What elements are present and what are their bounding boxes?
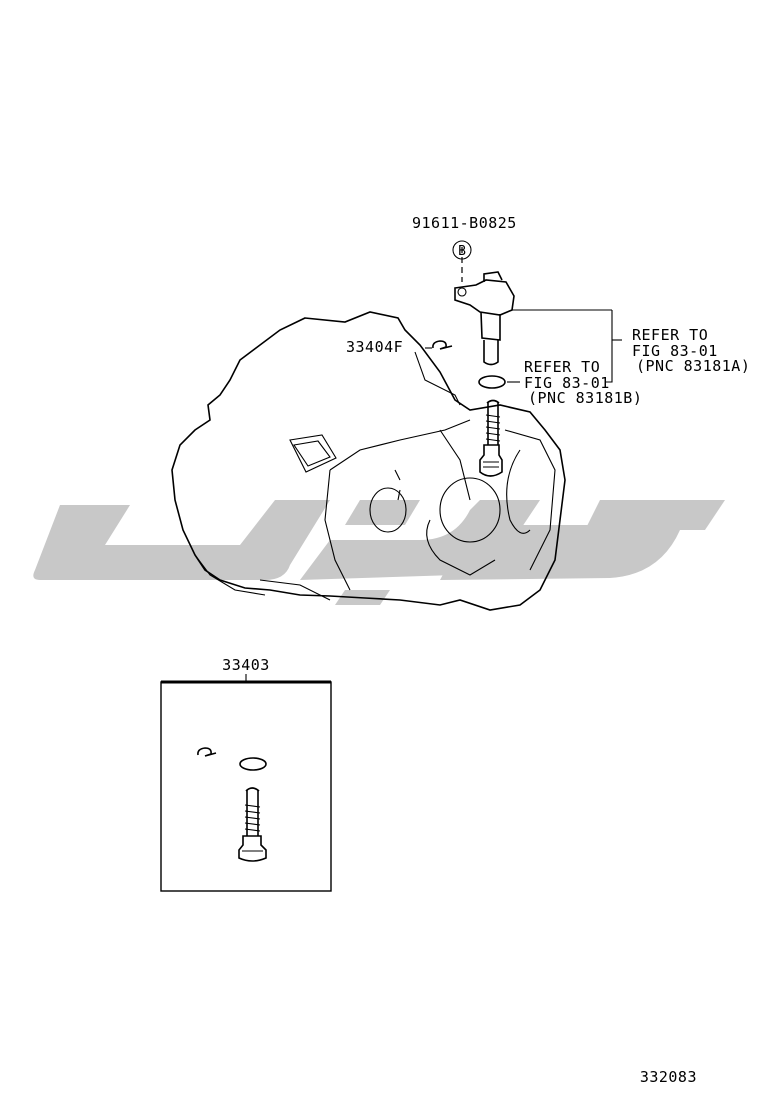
bolt-reference-circle: B — [452, 240, 472, 260]
bolt-part-number: 91611-B0825 — [412, 214, 517, 232]
kit-clip — [197, 747, 217, 757]
kit-o-ring — [239, 757, 267, 771]
clip-part-number: 33404F — [346, 338, 403, 356]
diagram-number: 332083 — [640, 1068, 697, 1086]
retaining-clip — [432, 340, 453, 350]
speed-sensor — [454, 271, 612, 366]
kit-box: 33403 — [160, 656, 332, 892]
refer-b-line2: FIG 83-01 — [524, 374, 610, 392]
bolt-circle-letter: B — [458, 244, 466, 259]
refer-b-line3: (PNC 83181B) — [528, 389, 642, 407]
refer-a-line2: FIG 83-01 — [632, 342, 718, 360]
refer-b-line1: REFER TO — [524, 358, 600, 376]
kit-part-number: 33403 — [222, 656, 270, 674]
watermark-logo — [33, 500, 725, 605]
driven-gear-shaft — [479, 399, 503, 477]
leader-lines — [414, 247, 622, 406]
o-ring — [478, 375, 506, 389]
transmission-case — [171, 311, 566, 611]
refer-a-line1: REFER TO — [632, 326, 708, 344]
refer-a-line3: (PNC 83181A) — [636, 357, 750, 375]
